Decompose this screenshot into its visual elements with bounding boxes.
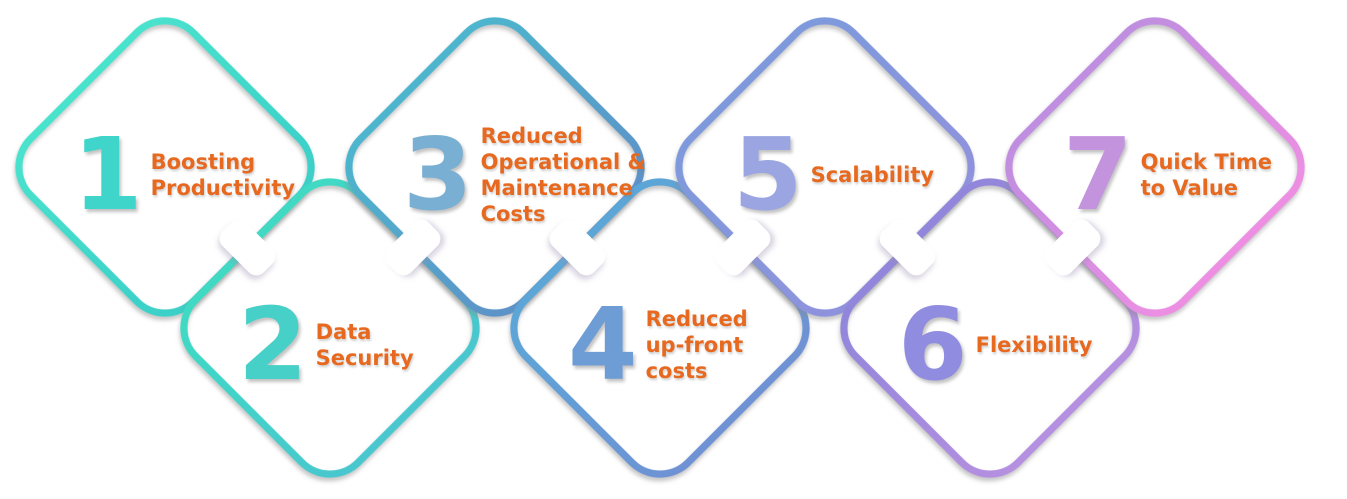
chain-connector-1 <box>219 219 276 276</box>
chain-link-5 <box>675 17 975 317</box>
chain-connector-2 <box>384 219 441 276</box>
chain-connector-3 <box>549 219 606 276</box>
chain-link-7 <box>1005 17 1305 317</box>
chain-connector-5 <box>879 219 936 276</box>
chain-link-2 <box>180 178 480 478</box>
chain-connector-6 <box>1044 219 1101 276</box>
chain-link-6 <box>840 178 1140 478</box>
chain-link-3 <box>345 17 645 317</box>
chain-link-4 <box>510 178 810 478</box>
chain-connector-4 <box>714 219 771 276</box>
chain-link-1 <box>15 17 315 317</box>
